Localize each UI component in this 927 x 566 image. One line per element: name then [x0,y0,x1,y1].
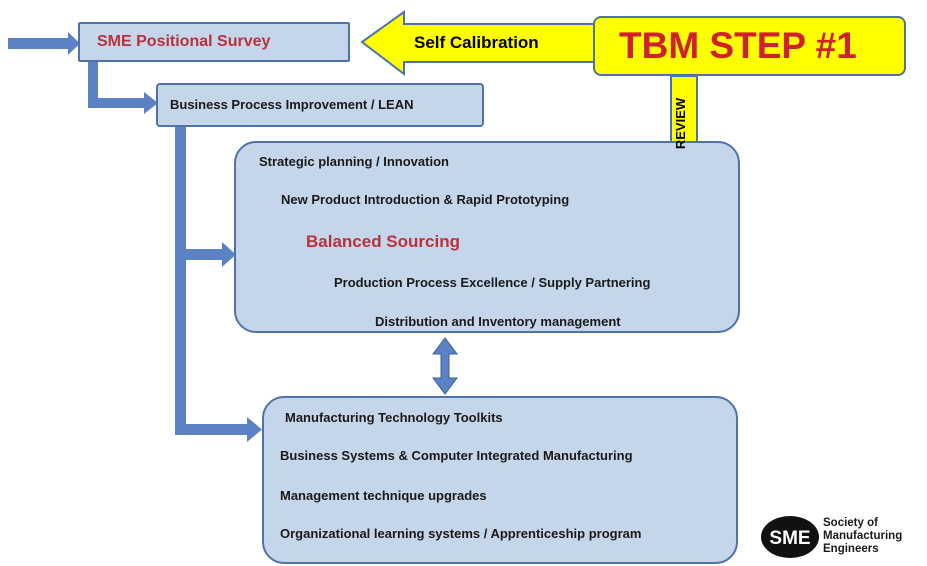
sme-logo-line: Society of [823,517,878,529]
tbm-step-box: TBM STEP #1 [593,16,906,76]
incoming-arrow [8,32,80,55]
bpi-box-label: Business Process Improvement / LEAN [170,97,414,112]
connector-survey-to-bpi [88,60,158,114]
sme-logo-line: Manufacturing [823,530,903,542]
strategic-box: Strategic planning / Innovation New Prod… [234,141,740,333]
toolkit-item: Business Systems & Computer Integrated M… [280,448,633,463]
toolkit-box: Manufacturing Technology Toolkits Busine… [262,396,738,564]
balanced-sourcing-label: Balanced Sourcing [306,232,460,251]
review-label: REVIEW [673,97,689,150]
sme-logo-text: Society of Manufacturing Engineers [823,517,902,556]
strategic-item: Strategic planning / Innovation [259,154,449,169]
survey-box: SME Positional Survey [78,22,350,62]
sme-logo: SME Society of Manufacturing Engineers [760,512,925,566]
strategic-item: New Product Introduction & Rapid Prototy… [281,192,570,207]
toolkit-item: Manufacturing Technology Toolkits [285,410,503,425]
sme-logo-mark: SME [761,516,819,558]
self-calibration-label: Self Calibration [414,33,539,52]
tbm-step-label: TBM STEP #1 [619,25,857,66]
bpi-box: Business Process Improvement / LEAN [156,83,484,127]
toolkit-item: Management technique upgrades [280,488,487,503]
sme-logo-line: Engineers [823,543,879,555]
survey-box-label: SME Positional Survey [97,33,271,50]
strategic-item: Distribution and Inventory management [375,314,621,329]
strategic-item: Production Process Excellence / Supply P… [334,275,651,290]
double-arrow [432,337,458,395]
toolkit-item: Organizational learning systems / Appren… [280,526,642,541]
sme-logo-mark-text: SME [769,528,810,549]
connector-bpi-trunk [175,126,262,442]
